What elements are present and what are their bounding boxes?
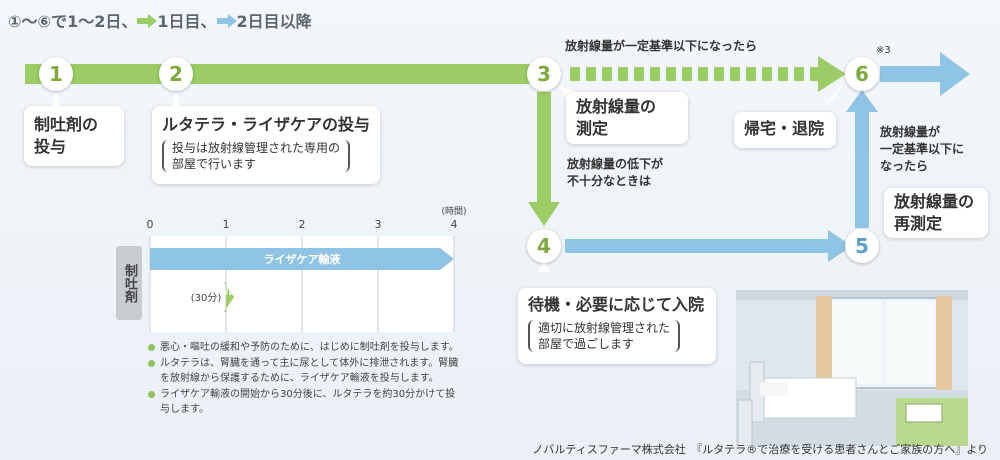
step-6-number: 6 [845,57,879,91]
timeline-tick-label: 4 [451,218,458,231]
header-day1: 1日目、 [157,12,217,31]
step-4-number: 4 [527,229,561,263]
green-arrow-icon [137,14,158,28]
step-3-box: 放射線量の 測定 [566,92,688,144]
step-2-box: ルタテラ・ライザケアの投与 投与は放射線管理された専用の 部屋で行います [152,106,380,184]
timeline-sub-time: (30分) [191,292,222,304]
step-4-box: 待機・必要に応じて入院 適切に放射線管理された 部屋で過ごします [518,288,716,364]
branch-label-up: 放射線量が 一定基準以下に なったら [880,125,965,173]
step-4-sub: 適切に放射線管理された 部屋で過ごします [528,320,681,352]
header-prefix: ①〜⑥で1〜2日、 [8,12,138,31]
arrow-step5-to-step6 [846,90,878,228]
step-1-number: 1 [39,57,73,91]
timeline-tick-label: 2 [299,218,306,231]
callout-tail-6 [820,84,844,108]
step-1-label: 制吐剤の 投与 [34,115,99,156]
note-item: 悪心・嘔吐の緩和や予防のために、はじめに制吐剤を投与します。 [148,340,464,355]
timeline-bar-lizacare [150,248,454,270]
step-1-box: 制吐剤の 投与 [24,106,124,166]
note-item: ライザケア輸液の開始から30分後に、ルタテラを約30分かけて投与します。 [148,387,464,417]
footnote-mark: ※3 [876,45,891,56]
timeline-row-label: 制吐剤 [116,246,142,320]
step-2-number: 2 [159,57,193,91]
step-6-label: 帰宅・退院 [744,119,825,138]
branch-label-down: 放射線量の低下が 不十分なときは [567,157,664,188]
step-2-label: ルタテラ・ライザケアの投与 [162,115,371,134]
step-4-label: 待機・必要に応じて入院 [528,295,705,314]
step-3-number: 3 [527,57,561,91]
step-5-box: 放射線量の 再測定 [884,188,988,238]
timeline-tick-label: 3 [375,218,382,231]
timeline-unit-label: (時間) [441,206,466,217]
hospital-room-illustration [736,290,968,446]
timeline-panel: 0 1 2 3 4(時間) ライザケア輸液ルタテラ静注(30分) 制吐剤 [114,204,470,434]
header-title: ①〜⑥で1〜2日、 1日目、 2日目以降 [8,8,312,32]
source-credit: ノバルティスファーマ株式会社 『ルタテラ®で治療を受ける患者さんとご家族の方へ』… [532,443,988,456]
arrow-step3-to-step6-dotted [570,56,846,92]
arrow-step3-to-step4 [528,92,560,226]
step-5-label: 放射線量の 再測定 [894,192,975,233]
step-5-number: 5 [845,229,879,263]
timeline-tick-label: 1 [223,218,230,231]
blue-arrow-icon [216,14,237,28]
note-item: ルタテラは、腎臓を通って主に尿として体外に排泄されます。腎臓を放射線から保護する… [148,356,464,386]
header-day2: 2日目以降 [236,12,312,31]
timeline-tick-label: 0 [147,218,154,231]
timeline-sub-label: ルタテラ静注 [224,286,264,310]
branch-label-top: 放射線量が一定基準以下になったら [565,39,758,53]
timeline-bar-lutathera [224,282,234,312]
step-3-label: 放射線量の 測定 [576,97,657,138]
callout-tail-1 [50,92,62,108]
arrow-step1-to-step3 [25,64,543,84]
arrow-step4-to-step5 [565,230,852,262]
arrow-step6-exit [880,52,970,96]
timeline-bar-label: ライザケア輸液 [264,252,342,266]
step-2-sub: 投与は放射線管理された専用の 部屋で行います [162,140,351,172]
notes-list: 悪心・嘔吐の緩和や予防のために、はじめに制吐剤を投与します。 ルタテラは、腎臓を… [148,340,464,418]
step-6-box: 帰宅・退院 [734,112,836,148]
callout-tail-4 [538,258,550,272]
callout-tail-2 [170,92,182,108]
